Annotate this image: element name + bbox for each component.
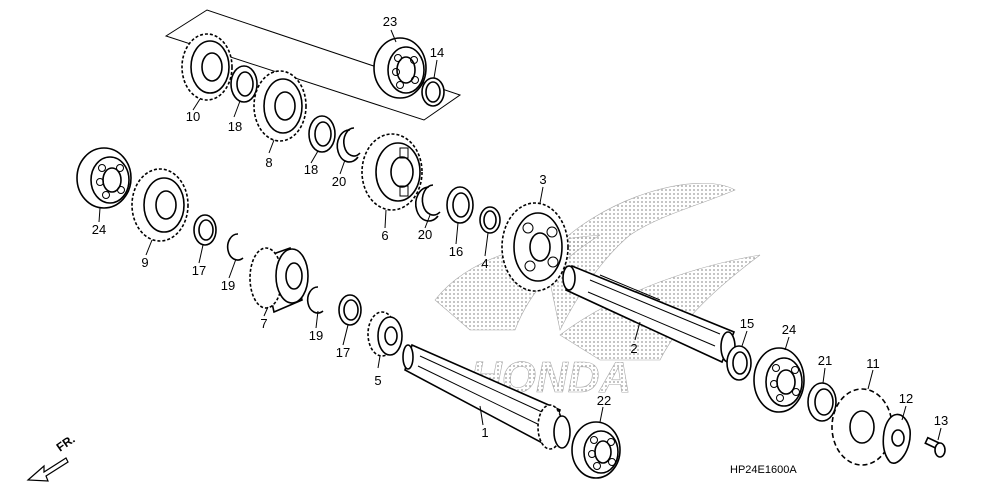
washer-17-lower xyxy=(338,294,362,326)
leader-lines xyxy=(98,29,942,441)
callout-21: 21 xyxy=(818,353,832,368)
callout-18-lower: 18 xyxy=(304,162,318,177)
callout-12: 12 xyxy=(899,391,913,406)
callout-5: 5 xyxy=(374,373,381,388)
gear-10 xyxy=(181,33,233,101)
circlip-20-upper xyxy=(336,127,361,163)
callout-6: 6 xyxy=(381,228,388,243)
fixing-plate-12 xyxy=(882,413,911,464)
shaft-1 xyxy=(402,343,571,450)
bearing-24-right xyxy=(753,347,805,413)
gear-7 xyxy=(249,246,309,314)
callout-19-lower: 19 xyxy=(309,328,323,343)
callout-24-left: 24 xyxy=(92,222,106,237)
washer-16 xyxy=(446,186,474,224)
front-direction-indicator: FR. xyxy=(26,432,78,482)
bearing-23 xyxy=(373,37,427,99)
callout-20-lower: 20 xyxy=(418,227,432,242)
callout-8: 8 xyxy=(265,155,272,170)
front-label: FR. xyxy=(54,432,78,455)
bearing-24-left xyxy=(76,147,132,209)
gear-5 xyxy=(367,311,403,357)
callout-13: 13 xyxy=(934,413,948,428)
callout-labels: 10 18 8 18 20 23 14 6 20 16 4 3 24 9 17 … xyxy=(92,14,948,440)
washer-18-upper xyxy=(230,65,258,103)
callout-24-right: 24 xyxy=(782,322,796,337)
circlip-20-lower xyxy=(414,184,441,222)
callout-4: 4 xyxy=(481,256,488,271)
bearing-22 xyxy=(571,421,621,479)
callout-11: 11 xyxy=(866,356,880,371)
bolt-13 xyxy=(924,436,946,458)
callout-20-upper: 20 xyxy=(332,174,346,189)
sub-assembly-outline xyxy=(164,9,462,121)
callout-23: 23 xyxy=(383,14,397,29)
callout-15: 15 xyxy=(740,316,754,331)
oil-seal-21 xyxy=(807,382,837,422)
arrow-icon xyxy=(26,457,69,482)
sprocket-11 xyxy=(831,388,893,466)
callout-18-upper: 18 xyxy=(228,119,242,134)
washer-14 xyxy=(421,77,445,107)
gear-9 xyxy=(131,168,189,242)
washer-18-lower xyxy=(308,115,336,153)
callout-2: 2 xyxy=(630,341,637,356)
washer-15 xyxy=(726,345,752,381)
washer-17-upper xyxy=(193,214,217,246)
callout-17-upper: 17 xyxy=(192,263,206,278)
callout-3: 3 xyxy=(539,172,546,187)
callout-14: 14 xyxy=(430,45,444,60)
callout-17-lower: 17 xyxy=(336,345,350,360)
callout-10: 10 xyxy=(186,109,200,124)
bushing-4 xyxy=(479,206,501,234)
callout-16: 16 xyxy=(449,244,463,259)
circlip-19-lower xyxy=(306,286,324,314)
diagram-code: HP24E1600A xyxy=(730,464,797,476)
gear-8 xyxy=(253,70,307,142)
callout-22: 22 xyxy=(597,393,611,408)
callout-9: 9 xyxy=(141,255,148,270)
callout-7: 7 xyxy=(260,316,267,331)
gear-6 xyxy=(361,133,423,211)
circlip-19-upper xyxy=(226,233,244,261)
callout-19-upper: 19 xyxy=(221,278,235,293)
callout-1: 1 xyxy=(481,425,488,440)
gear-3 xyxy=(501,202,569,292)
